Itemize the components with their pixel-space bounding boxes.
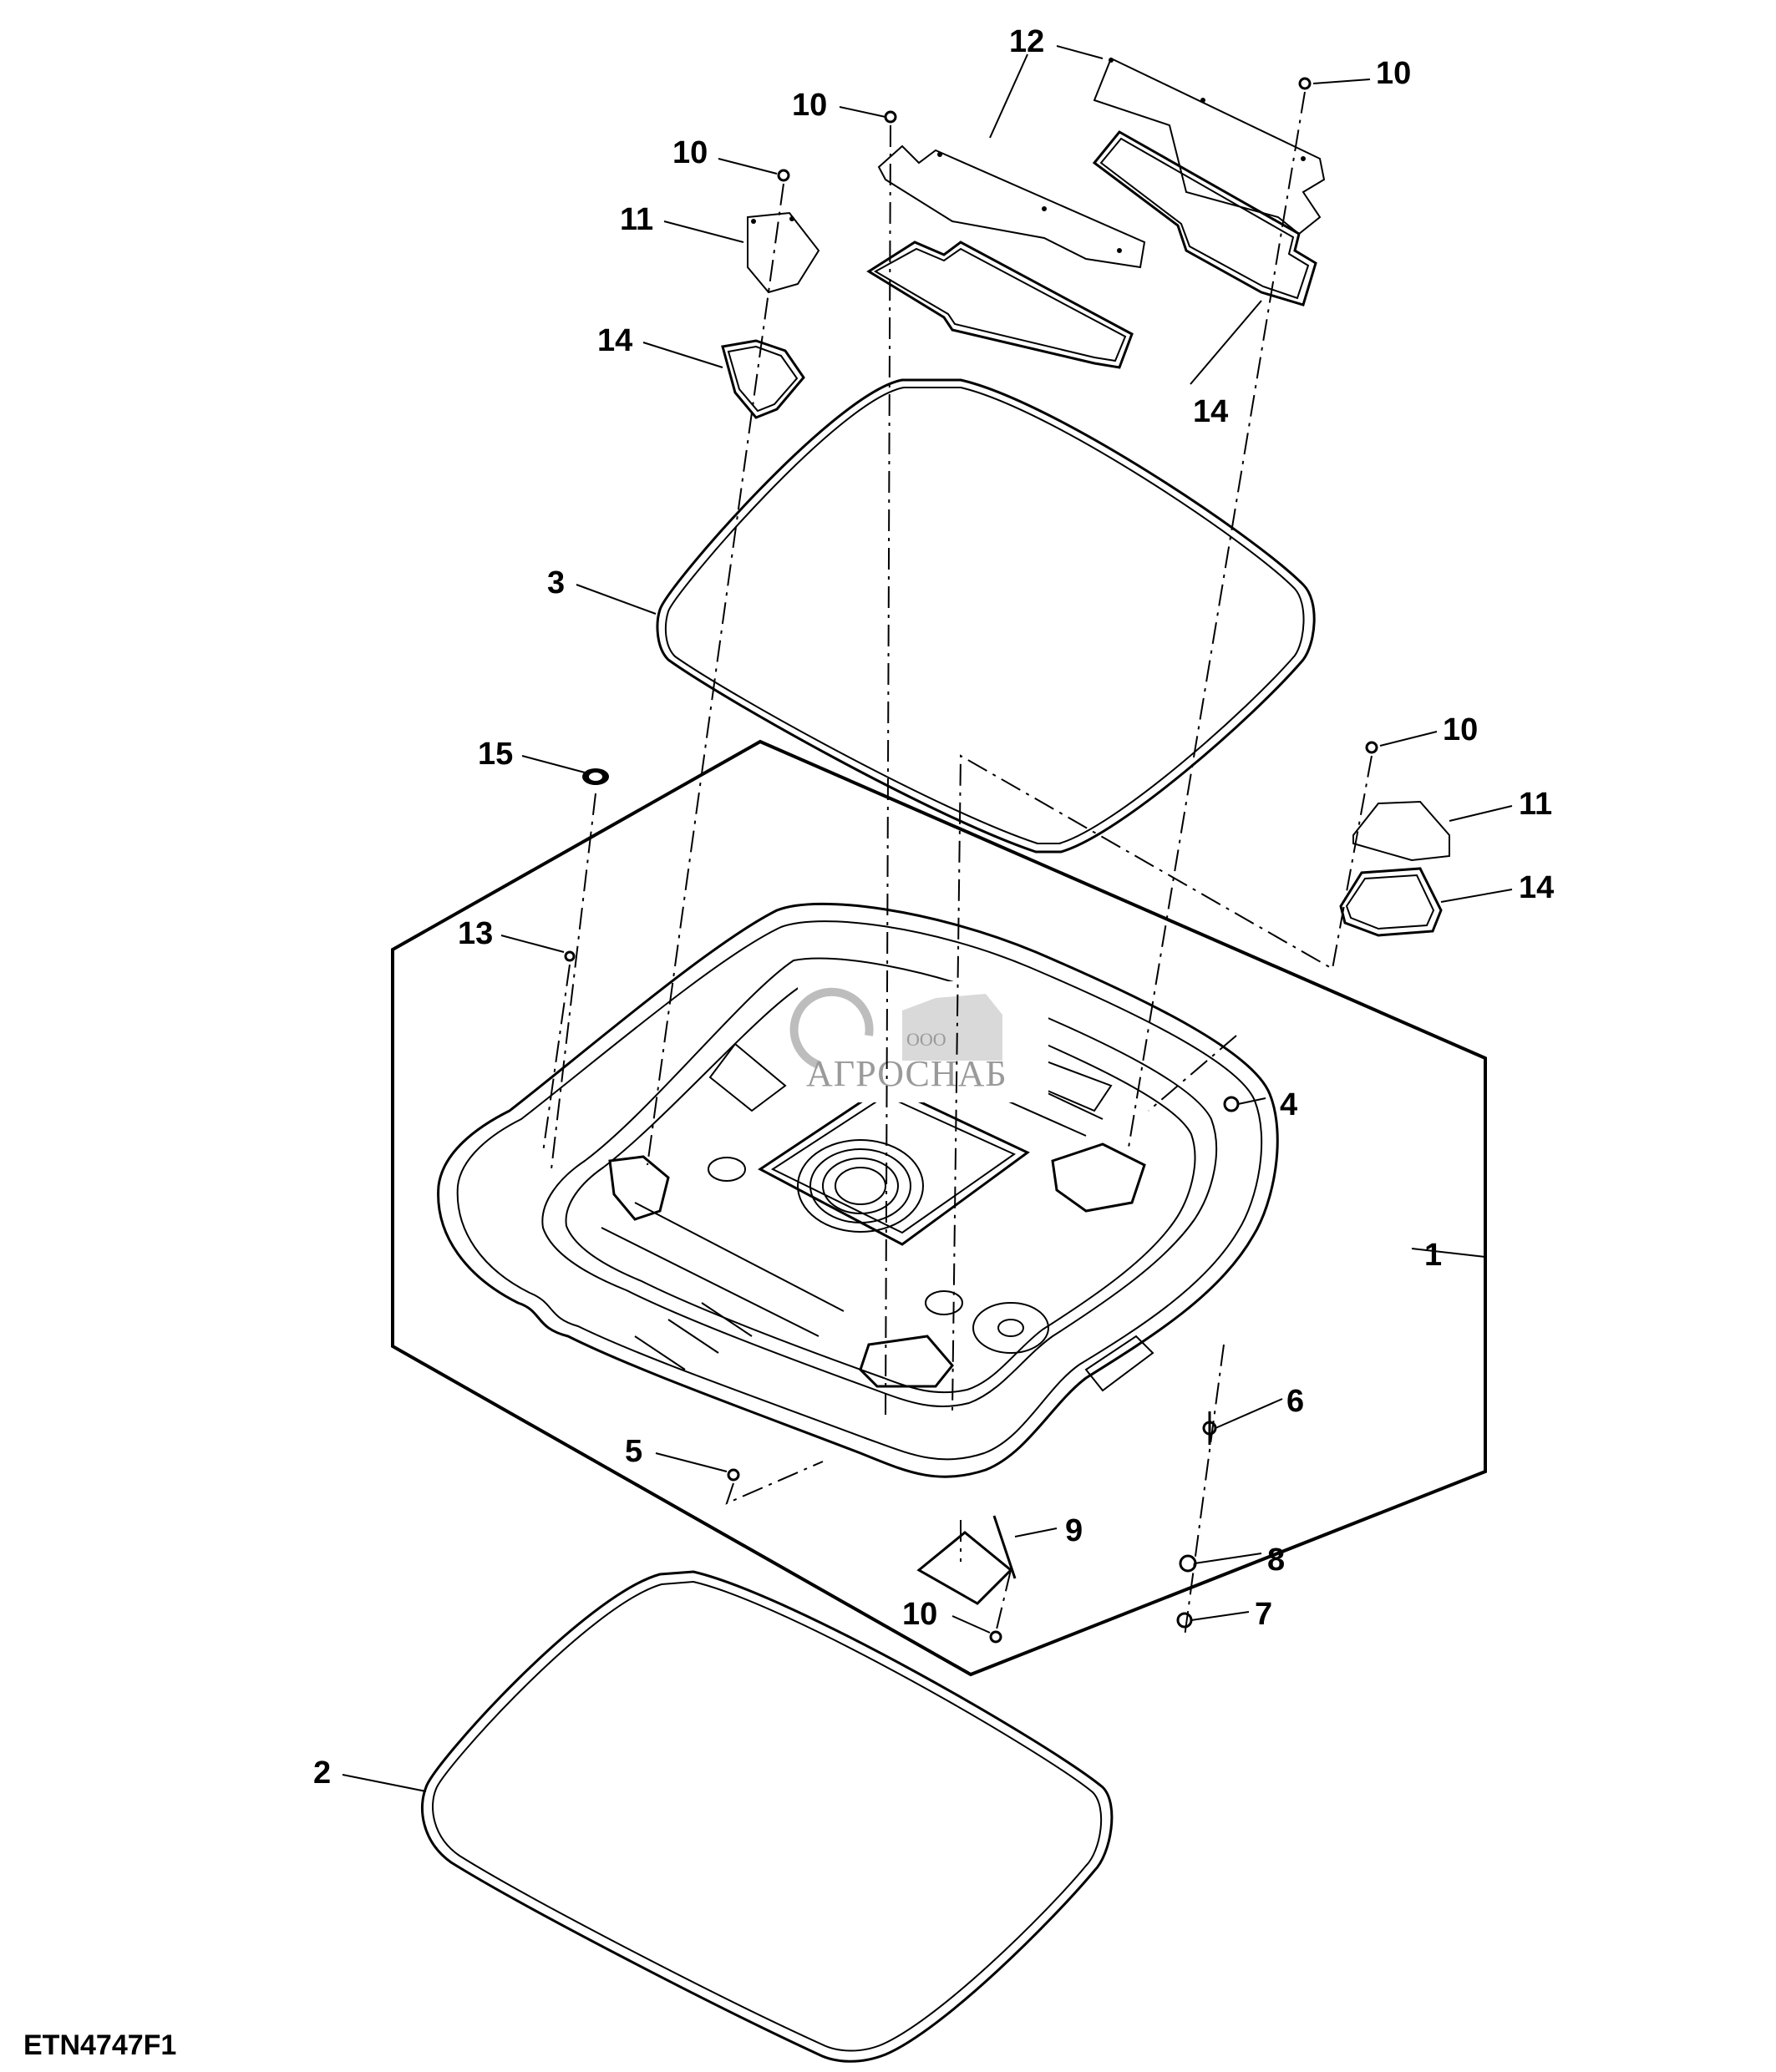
watermark-name: АГРОСНАБ [806, 1053, 1007, 1094]
part-1-group-outline [391, 739, 1487, 1677]
callout-11-left: 11 [620, 202, 653, 237]
callout-6: 6 [1286, 1384, 1304, 1419]
part-14-gasket-right [1339, 867, 1443, 937]
callout-11-right: 11 [1519, 787, 1552, 822]
callout-8: 8 [1267, 1543, 1285, 1578]
figure-code: ETN4747F1 [23, 2029, 176, 2061]
alignment-lines [542, 91, 1373, 1638]
callout-12: 12 [1009, 24, 1044, 59]
part-11-cover-plate-left [747, 211, 820, 294]
callout-3: 3 [547, 565, 565, 600]
callout-15: 15 [478, 737, 513, 772]
part-14-gasket-left [721, 339, 805, 419]
callout-13: 13 [458, 916, 493, 951]
watermark-logo: ООО АГРОСНАБ [789, 981, 1048, 1102]
callout-10-top: 10 [792, 88, 827, 123]
callout-labels: 1 2 3 4 5 6 7 8 9 10 10 10 10 10 11 11 1… [313, 24, 1554, 1791]
callout-14-left: 14 [597, 323, 632, 358]
callout-4: 4 [1280, 1087, 1297, 1122]
part-14-gaskets-top [866, 130, 1317, 369]
callout-10-bottom: 10 [902, 1597, 937, 1632]
part-1-housing [437, 902, 1279, 1478]
part-3-upper-seal [656, 378, 1316, 854]
callout-1: 1 [1424, 1238, 1442, 1273]
watermark-prefix: ООО [906, 1029, 946, 1050]
fasteners [564, 77, 1378, 1644]
callout-14-right: 14 [1519, 870, 1554, 905]
part-2-lower-seal [420, 1570, 1114, 2063]
callout-7: 7 [1255, 1597, 1272, 1632]
callout-5: 5 [625, 1434, 642, 1469]
callout-14-top: 14 [1193, 394, 1228, 429]
leader-lines [342, 45, 1513, 1792]
callout-10-upper-left: 10 [672, 135, 708, 170]
callout-10-top-right: 10 [1376, 56, 1411, 91]
part-11-cover-plate-right [1352, 800, 1450, 862]
callout-10-right: 10 [1443, 712, 1478, 747]
callout-2: 2 [313, 1755, 331, 1791]
callout-9: 9 [1065, 1513, 1083, 1548]
part-9-bracket [916, 1515, 1017, 1605]
